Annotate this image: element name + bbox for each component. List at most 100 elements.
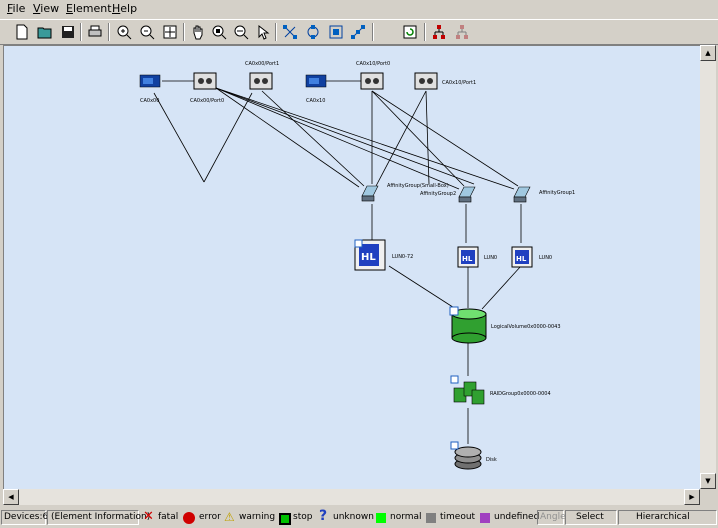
node-label: LUN0-72 [392, 254, 413, 260]
layout-icon-3[interactable] [326, 22, 346, 42]
angle-field: Angle [540, 512, 566, 522]
node-lun0-a[interactable]: HL LUN0 [457, 246, 497, 268]
unknown-icon: ? [319, 508, 328, 524]
pan-hand-icon[interactable] [188, 22, 208, 42]
node-ca00-port1[interactable]: CA0x00/Port1 [245, 61, 279, 90]
status-field [1, 510, 46, 525]
fatal-icon: ✕ [143, 509, 154, 524]
zoom-area-icon[interactable] [209, 22, 229, 42]
toolbar-separator [424, 23, 426, 41]
port-hole-icon [373, 78, 379, 84]
status-normal-icon [449, 306, 459, 316]
menu-file[interactable]: File [7, 2, 26, 15]
zoom-in-icon[interactable] [114, 22, 134, 42]
undefined-swatch [480, 513, 490, 523]
port-icon [249, 72, 273, 90]
status-field [618, 510, 717, 525]
zoom-out-icon[interactable] [137, 22, 157, 42]
pointer-icon[interactable] [253, 22, 273, 42]
port-hole-icon [198, 78, 204, 84]
layout-icon-1[interactable] [280, 22, 300, 42]
legend-unknown: unknown [333, 512, 374, 522]
node-logical-volume[interactable]: LogicalVolume0x0000-0043 [449, 306, 561, 344]
vertical-scrollbar[interactable]: ▲ ▼ [700, 45, 716, 489]
status-field [565, 510, 617, 525]
toolbar-separator [275, 23, 277, 41]
hierarchy-icon[interactable] [429, 22, 449, 42]
scroll-left-button[interactable]: ◀ [3, 489, 19, 505]
node-affinity-group-1[interactable]: AffinityGroup1 [513, 186, 575, 203]
timeout-swatch [426, 513, 436, 523]
toolbar-separator [183, 23, 185, 41]
element-info: (Element Information) [51, 512, 151, 522]
status-field [537, 510, 564, 525]
scrollbar-corner [700, 489, 716, 505]
node-lun0-72[interactable]: HL LUN0-72 [354, 239, 413, 271]
warning-icon: ⚠ [224, 510, 235, 524]
scroll-up-button[interactable]: ▲ [700, 45, 716, 61]
node-affinity-group-small[interactable]: AffinityGroup(Small-Box) [361, 183, 449, 202]
node-ca00-port0[interactable]: CA0x00/Port0 [190, 72, 224, 104]
scroll-down-button[interactable]: ▼ [700, 473, 716, 489]
node-ca10-port0[interactable]: CA0x10/Port0 [356, 61, 390, 90]
legend-warning: warning [239, 512, 276, 522]
node-label: AffinityGroup(Small-Box) [387, 183, 449, 189]
node-label: RAIDGroup0x0000-0004 [490, 391, 551, 397]
layout-icon-2[interactable] [303, 22, 323, 42]
node-raid-group[interactable]: RAIDGroup0x0000-0004 [450, 375, 551, 405]
affinity-group-base [361, 195, 375, 202]
new-icon[interactable] [12, 22, 32, 42]
node-label: Disk [486, 457, 497, 463]
affinity-group-base [458, 196, 472, 203]
topology-canvas[interactable]: CA0x00 CA0x00/Port0 CA0x00/Port1 CA0x10 … [3, 45, 700, 489]
menu-view[interactable]: View [33, 2, 60, 15]
hierarchy-alt-icon[interactable] [452, 22, 472, 42]
affinity-group-icon [458, 186, 476, 198]
status-field [47, 510, 139, 525]
port-hole-icon [419, 78, 425, 84]
status-bar: Devices:6 (Element Information) ✕ fatal … [0, 508, 718, 528]
error-icon [183, 512, 195, 524]
node-label: LUN0 [484, 255, 497, 261]
legend-timeout: timeout [440, 512, 476, 522]
topology-graph: CA0x00 CA0x00/Port0 CA0x00/Port1 CA0x10 … [139, 61, 575, 470]
layout-field: Hierarchical [636, 512, 690, 522]
node-ca10[interactable]: CA0x10 [305, 74, 327, 104]
stop-icon [279, 513, 291, 525]
menu-element[interactable]: Element [66, 2, 112, 15]
raid-disk-icon [471, 389, 485, 405]
print-icon[interactable] [85, 22, 105, 42]
node-affinity-group-2[interactable]: AffinityGroup2 [420, 186, 476, 203]
zoom-select-icon[interactable] [231, 22, 251, 42]
toolbar-separator [108, 23, 110, 41]
node-label: CA0x00 [140, 98, 159, 104]
fit-icon[interactable] [160, 22, 180, 42]
device-count: Devices:6 [4, 512, 49, 522]
port-hole-icon [365, 78, 371, 84]
scroll-right-button[interactable]: ▶ [684, 489, 700, 505]
save-icon[interactable] [58, 22, 78, 42]
lun-badge [359, 244, 379, 266]
toolbar-separator [80, 23, 82, 41]
status-normal-icon [354, 239, 363, 248]
legend-normal: normal [390, 512, 422, 522]
affinity-group-base [513, 196, 527, 203]
port-icon [360, 72, 384, 90]
horizontal-scrollbar[interactable]: ◀ ▶ [3, 489, 700, 505]
layout-icon-4[interactable] [348, 22, 368, 42]
port-icon [414, 72, 438, 90]
menu-help[interactable]: Help [112, 2, 138, 15]
node-ca00[interactable]: CA0x00 [139, 74, 161, 104]
volume-bottom [451, 332, 487, 344]
lun-hl-glyph: HL [361, 252, 376, 263]
node-ca10-port1[interactable]: CA0x10/Port1 [414, 72, 476, 90]
refresh-icon[interactable] [400, 22, 420, 42]
node-lun0-b[interactable]: HL LUN0 [511, 246, 552, 268]
port-hole-icon [262, 78, 268, 84]
host-adapter-chip [143, 78, 153, 84]
node-label: AffinityGroup2 [420, 191, 456, 197]
open-icon[interactable] [35, 22, 55, 42]
node-disk[interactable]: Disk [450, 441, 497, 470]
node-label: CA0x00/Port1 [245, 61, 279, 67]
host-adapter-chip [309, 78, 319, 84]
